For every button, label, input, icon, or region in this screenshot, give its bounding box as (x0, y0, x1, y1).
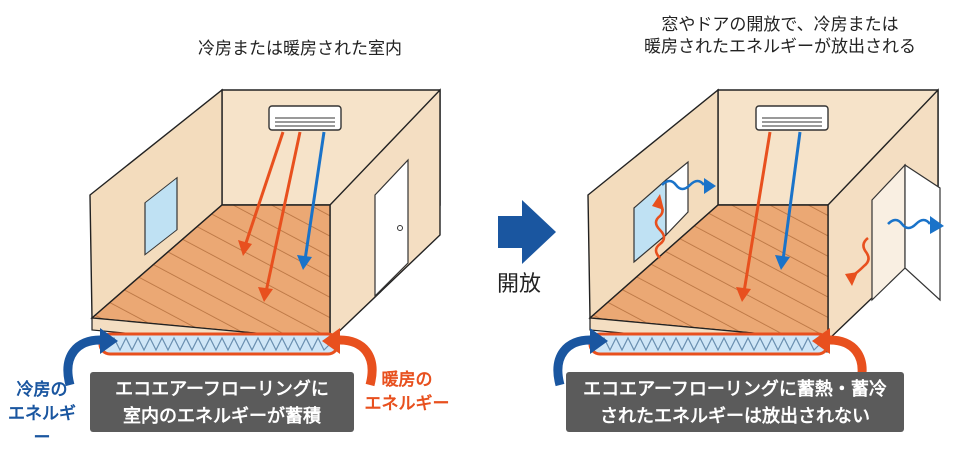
right-air-conditioner (755, 105, 829, 131)
left-room (63, 88, 441, 387)
left-window (144, 176, 178, 256)
transition-arrow (498, 200, 556, 264)
right-room (553, 88, 944, 387)
right-caption-box: エコエアーフローリングに蓄熱・蓄冷 されたエネルギーは放出されない (566, 372, 904, 432)
left-heat-curve-arrow (339, 335, 377, 387)
open-label: 開放 (497, 272, 542, 297)
right-cool-curve-arrow (553, 335, 591, 387)
left-caption-line1: エコエアーフローリングに (115, 379, 329, 400)
left-airflow-arrows (238, 131, 326, 302)
left-title: 冷房または暖房された室内 (198, 39, 402, 59)
left-heat-label-line2: エネルギー (364, 394, 450, 414)
right-open-door (871, 163, 941, 302)
left-cool-curve-arrow (63, 335, 101, 387)
right-title-line1: 窓やドアの開放で、冷房または (661, 15, 899, 35)
left-cool-label-line2: エネルギー (8, 404, 76, 448)
left-caption-box: エコエアーフローリングに 室内のエネルギーが蓄積 (90, 372, 354, 432)
left-caption-line2: 室内のエネルギーが蓄積 (123, 406, 321, 427)
right-caption-line1: エコエアーフローリングに蓄熱・蓄冷 (583, 379, 887, 400)
right-flooring-band (588, 332, 830, 356)
right-airflow-arrows (736, 131, 802, 302)
left-cool-label-line1: 冷房の (16, 380, 68, 400)
right-title-line2: 暖房されたエネルギーが放出される (644, 37, 916, 57)
right-caption-line2: されたエネルギーは放出されない (600, 406, 870, 427)
left-air-conditioner (268, 105, 342, 131)
left-door (374, 158, 409, 298)
left-cool-energy-label: 冷房の エネルギー (2, 378, 82, 450)
left-flooring-band (98, 332, 340, 356)
left-heat-label-line1: 暖房の (381, 370, 433, 390)
right-escaping-energy (652, 178, 944, 286)
right-title: 窓やドアの開放で、冷房または 暖房されたエネルギーが放出される (600, 14, 960, 58)
left-heat-energy-label: 暖房の エネルギー (362, 368, 452, 416)
